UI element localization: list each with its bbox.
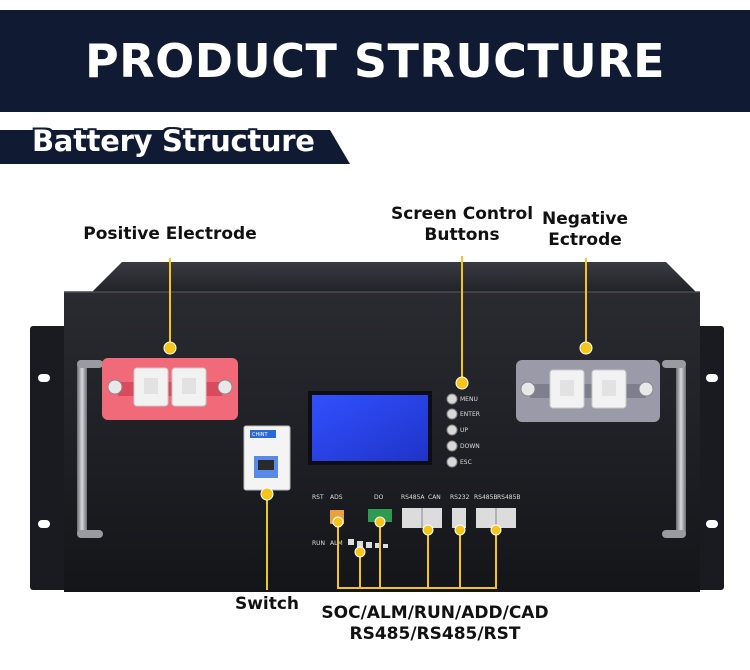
menu-button[interactable] bbox=[446, 393, 458, 405]
negative-electrode-label: Negative Ectrode bbox=[530, 209, 640, 250]
enter-label: ENTER bbox=[460, 411, 480, 418]
down-label: DOWN bbox=[460, 443, 480, 450]
enter-button[interactable] bbox=[446, 408, 458, 420]
callout-dots bbox=[163, 341, 593, 558]
esc-label: ESC bbox=[460, 459, 472, 466]
led-indicator bbox=[375, 543, 381, 548]
buttons-callout-dot bbox=[455, 376, 469, 390]
control-buttons-group bbox=[446, 393, 458, 468]
screen-control-line2: Buttons bbox=[424, 224, 500, 245]
mount-hole bbox=[706, 374, 718, 382]
ports-line1: SOC/ALM/RUN/ADD/CAD bbox=[321, 603, 549, 623]
positive-electrode-label: Positive Electrode bbox=[83, 224, 257, 244]
rs232-port bbox=[452, 508, 466, 528]
lcd-screen bbox=[308, 391, 432, 465]
switch-callout-dot bbox=[260, 487, 274, 501]
do-terminal bbox=[368, 509, 392, 522]
led-indicator bbox=[383, 544, 388, 548]
mount-hole bbox=[38, 520, 50, 528]
negative-electrode-line2: Ectrode bbox=[548, 229, 622, 250]
ports-callout-dot bbox=[374, 516, 386, 528]
subtitle-bar bbox=[0, 130, 350, 164]
ports-callout-dot bbox=[454, 524, 466, 536]
right-rack-ear bbox=[696, 326, 724, 590]
negative-callout-dot bbox=[579, 341, 593, 355]
ports-callout-dot bbox=[422, 524, 434, 536]
led-indicator bbox=[357, 541, 363, 547]
esc-button[interactable] bbox=[446, 456, 458, 468]
header-band: PRODUCT STRUCTURE bbox=[0, 10, 750, 112]
ads-label: ADS bbox=[330, 494, 343, 501]
section-subtitle: Battery Structure bbox=[32, 124, 315, 158]
mount-hole bbox=[706, 520, 718, 528]
do-label: DO bbox=[374, 494, 384, 501]
left-handle bbox=[77, 360, 103, 538]
screen-control-line1: Screen Control bbox=[390, 204, 534, 224]
rs485b-label-1: RS485B bbox=[474, 494, 498, 501]
led-indicator bbox=[366, 542, 372, 548]
down-button[interactable] bbox=[446, 440, 458, 452]
rs485a-label: RS485A bbox=[401, 494, 425, 501]
ports-callout-dot bbox=[332, 516, 344, 528]
negative-terminal bbox=[516, 360, 660, 422]
right-handle bbox=[662, 360, 686, 538]
ports-label: SOC/ALM/RUN/ADD/CAD RS485/RS485/RST bbox=[290, 603, 580, 644]
ports-callout-dot bbox=[490, 524, 502, 536]
led-indicator bbox=[348, 539, 354, 545]
switch-label: Switch bbox=[234, 594, 300, 614]
rst-label: RST bbox=[312, 494, 324, 501]
up-button[interactable] bbox=[446, 424, 458, 436]
can-label: CAN bbox=[428, 494, 441, 501]
up-label: UP bbox=[460, 427, 468, 434]
callout-lines bbox=[169, 256, 587, 590]
chassis-top bbox=[92, 262, 696, 292]
rs485b-label-2: RS485B bbox=[497, 494, 521, 501]
ports-line2: RS485/RS485/RST bbox=[349, 623, 521, 644]
ports-callout-dot bbox=[354, 546, 366, 558]
breaker-switch bbox=[243, 425, 291, 491]
page-title: PRODUCT STRUCTURE bbox=[84, 34, 666, 88]
positive-callout-dot bbox=[163, 341, 177, 355]
menu-label: MENU bbox=[460, 396, 478, 403]
negative-electrode-line1: Negative bbox=[542, 209, 628, 229]
positive-terminal bbox=[102, 358, 238, 420]
alm-label: ALM bbox=[330, 540, 343, 547]
rs232-label: RS232 bbox=[450, 494, 470, 501]
run-label: RUN bbox=[312, 540, 325, 547]
breaker-brand: CHINT bbox=[252, 432, 268, 438]
screen-control-buttons-label: Screen Control Buttons bbox=[382, 204, 542, 245]
mount-hole bbox=[38, 374, 50, 382]
